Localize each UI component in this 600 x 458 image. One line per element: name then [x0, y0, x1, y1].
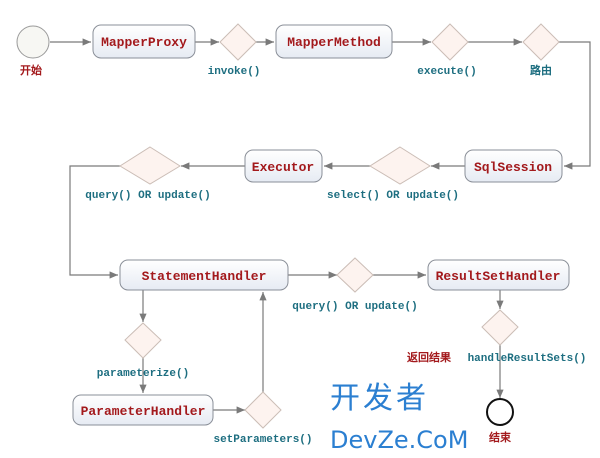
node-mapper-proxy: MapperProxy — [92, 24, 196, 59]
node-label: StatementHandler — [142, 269, 267, 284]
node-statement-handler: StatementHandler — [119, 259, 289, 291]
node-label: Executor — [252, 160, 314, 175]
end-label: 结束 — [488, 430, 512, 444]
label-query-or-update: query() OR update() — [292, 301, 417, 313]
label-handle-result-sets: handleResultSets() — [468, 353, 587, 365]
node-parameter-handler: ParameterHandler — [72, 394, 214, 426]
connectors — [50, 38, 591, 414]
node-label: MapperMethod — [287, 35, 381, 50]
label-return-result: 返回结果 — [407, 350, 451, 364]
node-executor: Executor — [244, 149, 323, 183]
watermark-line2: DevZe.CoM — [330, 426, 468, 454]
node-label: ResultSetHandler — [436, 269, 561, 284]
node-mapper-method: MapperMethod — [275, 24, 393, 59]
node-label: MapperProxy — [101, 35, 187, 50]
node-label: SqlSession — [474, 160, 552, 175]
start-node — [16, 25, 50, 59]
watermark: 开发者 DevZe.CoM — [330, 381, 468, 454]
label-parameterize: parameterize() — [97, 368, 189, 380]
label-set-parameters: setParameters() — [213, 434, 312, 446]
label-execute: execute() — [417, 66, 476, 78]
label-query-or-update: query() OR update() — [85, 190, 210, 202]
node-label: ParameterHandler — [81, 404, 206, 419]
end-node — [486, 398, 514, 426]
label-invoke: invoke() — [208, 66, 261, 78]
node-result-set-handler: ResultSetHandler — [427, 259, 570, 291]
start-label: 开始 — [20, 63, 42, 77]
label-select-or-update: select() OR update() — [327, 190, 459, 202]
label-route: 路由 — [530, 63, 552, 77]
watermark-line1: 开发者 — [330, 381, 429, 416]
node-sql-session: SqlSession — [464, 149, 563, 183]
decision-diamonds — [119, 23, 560, 429]
